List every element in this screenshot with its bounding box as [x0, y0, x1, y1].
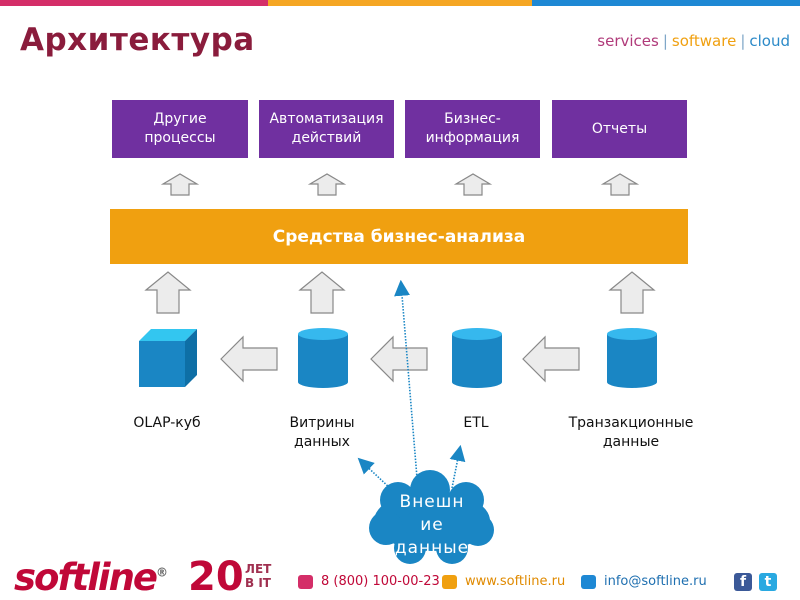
stripe-segment-blue: [532, 0, 800, 6]
caption-data-marts: Витрины данных: [289, 415, 355, 450]
external-arrow-to-etl: [449, 444, 466, 489]
bi-tools-bar: Средства бизнес-анализа: [110, 209, 688, 264]
tagline-cloud: cloud: [749, 32, 790, 50]
tagline-services: services: [597, 32, 659, 50]
small-up-arrow: [307, 173, 347, 196]
tagline-separator: |: [740, 32, 746, 50]
top-color-stripe: [0, 0, 800, 6]
website-link[interactable]: www.softline.ru: [465, 574, 566, 589]
up-arrow: [298, 271, 346, 314]
caption-transactional: Транзакционные данные: [568, 415, 694, 450]
phone-number: 8 (800) 100-00-23: [321, 574, 440, 589]
slide-title: Архитектура: [20, 22, 255, 58]
small-up-arrow: [160, 173, 200, 196]
footer-website[interactable]: www.softline.ru: [442, 574, 565, 589]
tagline: services|software|cloud: [597, 32, 790, 50]
olap-cube-icon: [139, 329, 197, 387]
years-text-line2: В IT: [245, 576, 271, 590]
etl-cylinder-icon: [452, 328, 502, 388]
external-arrow-to-marts: [357, 457, 393, 491]
external-data-line1: Внешн: [399, 492, 465, 512]
process-box-reports: Отчеты: [552, 100, 687, 158]
left-arrow: [220, 335, 278, 383]
process-box-other: Другие процессы: [112, 100, 248, 158]
tagline-separator: |: [662, 32, 668, 50]
tagline-software: software: [671, 32, 737, 50]
transactional-cylinder-icon: [607, 328, 657, 388]
logo-registered-mark: ®: [156, 565, 168, 580]
external-data-line3: данные: [394, 538, 470, 558]
email-link[interactable]: info@softline.ru: [604, 574, 707, 589]
phone-icon: [298, 574, 313, 589]
up-arrow: [608, 271, 656, 314]
facebook-icon[interactable]: f: [734, 573, 752, 591]
external-data-line2: ие: [420, 515, 444, 535]
small-up-arrow: [600, 173, 640, 196]
external-data-cloud-icon: [369, 470, 494, 564]
softline-logo: softline®: [14, 556, 168, 599]
up-arrow: [144, 271, 192, 314]
data-marts-cylinder-icon: [298, 328, 348, 388]
caption-olap: OLAP-куб: [133, 415, 201, 431]
monitor-icon: [442, 574, 457, 589]
footer-email[interactable]: info@softline.ru: [581, 574, 707, 589]
external-data-label: Внешн ие данные: [378, 491, 486, 560]
years-number: 20: [188, 554, 244, 600]
left-arrow: [370, 335, 428, 383]
mail-icon: [581, 574, 596, 589]
left-arrow: [522, 335, 580, 383]
caption-etl: ETL: [463, 415, 489, 431]
footer-phone: 8 (800) 100-00-23: [298, 574, 440, 589]
twitter-icon[interactable]: t: [759, 573, 777, 591]
stripe-segment-red: [0, 0, 268, 6]
logo-text: softline: [14, 556, 158, 599]
years-text-line1: ЛЕТ: [245, 562, 272, 576]
stripe-segment-orange: [268, 0, 532, 6]
process-box-bi: Бизнес-информация: [405, 100, 540, 158]
process-box-automation: Автоматизация действий: [259, 100, 394, 158]
years-text: ЛЕТ В IT: [245, 562, 271, 590]
small-up-arrow: [453, 173, 493, 196]
external-arrow-to-bi: [394, 279, 419, 491]
